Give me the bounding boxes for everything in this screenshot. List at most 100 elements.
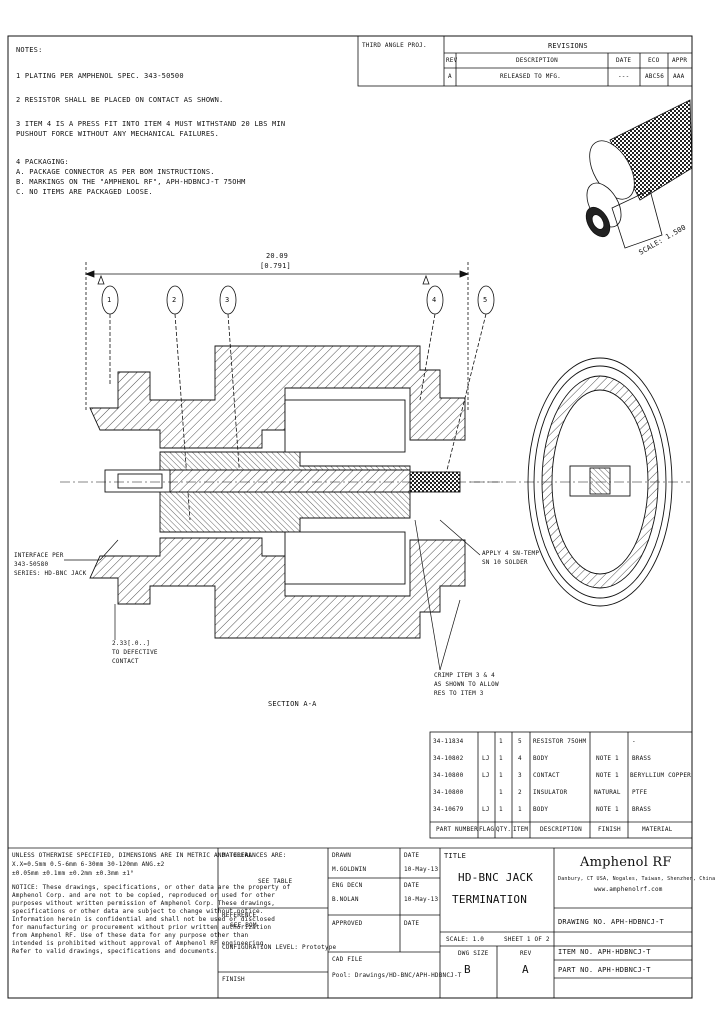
part-number: PART NO. APH-HDBNCJ-T (558, 966, 651, 974)
note-4c: C. NO ITEMS ARE PACKAGED LOOSE. (16, 188, 153, 196)
bom-r3-material: BERYLLIUM COPPER (630, 772, 691, 779)
bom-r4-desc: INSULATOR (533, 789, 568, 796)
note-3a: 3 ITEM 4 IS A PRESS FIT INTO ITEM 4 MUST… (16, 120, 286, 128)
callout-crimp-2: AS SHOWN TO ALLOW (434, 681, 499, 688)
company-address: Danbury, CT USA, Nogales, Taiwan, Shenzh… (558, 876, 716, 882)
callout-leaders (64, 519, 481, 671)
bom-r1-item: 5 (518, 738, 522, 745)
bom-r3-finish: NOTE 1 (596, 772, 619, 779)
note-2: 2 RESISTOR SHALL BE PLACED ON CONTACT AS… (16, 96, 224, 104)
bom-r3-desc: CONTACT (533, 772, 560, 779)
callout-crimp-3: RES TO ITEM 3 (434, 690, 484, 697)
rev-col-date: DATE (616, 57, 632, 64)
material-label: MATERIAL (222, 852, 253, 859)
bom-r5-finish: NOTE 1 (596, 806, 619, 813)
callout-solder-2: SN 10 SOLDER (482, 559, 528, 566)
balloon-2: 2 (172, 296, 177, 304)
bom-h-desc: DESCRIPTION (540, 826, 582, 833)
bom-r1-part: 34-11834 (433, 738, 464, 745)
bom-h-qty: QTY. (496, 826, 512, 833)
section-view (60, 345, 500, 639)
tolerance-line-3: ±0.05mm ±0.1mm ±0.2mm ±0.3mm ±1° (12, 870, 134, 877)
dwg-size-label: DWG SIZE (458, 950, 489, 957)
callout-interface-1: INTERFACE PER (14, 552, 64, 559)
rev-row-rev: A (448, 73, 452, 80)
company-web: www.amphenolrf.com (594, 886, 663, 893)
bom-r1-desc: RESISTOR 75OHM (533, 738, 587, 745)
eng-label: ENG DECN (332, 882, 363, 889)
dwg-size-value: B (464, 963, 471, 976)
bom-h-finish: FINISH (598, 826, 621, 833)
dimension-inch: [0.791] (260, 262, 291, 270)
bom-r4-finish: NATURAL (594, 789, 621, 796)
balloon-3: 3 (225, 296, 230, 304)
revisions-header: REVISIONS (548, 42, 588, 50)
notice-1: NOTICE: These drawings, specifications, … (12, 884, 291, 891)
notice-6: for manufacturing or procurement without… (12, 924, 272, 931)
bom-r1-qty: 1 (499, 738, 503, 745)
end-view (470, 357, 690, 607)
eng-name: B.NOLAN (332, 896, 359, 903)
balloon-4: 4 (432, 296, 437, 304)
rev-row-date: --- (618, 73, 630, 80)
bom-r5-item: 1 (518, 806, 522, 813)
note-1: 1 PLATING PER AMPHENOL SPEC. 343-50500 (16, 72, 184, 80)
third-angle-label: THIRD ANGLE PROJ. (362, 42, 427, 49)
bom-h-item: ITEM (513, 826, 529, 833)
drawing-border (7, 35, 693, 999)
reference-value: SEE BOM (230, 922, 257, 929)
title-line-2: TERMINATION (452, 893, 528, 906)
drawn-date-label: DATE (404, 852, 420, 859)
bom-r4-qty: 1 (499, 789, 503, 796)
notice-7: from Amphenol RF. Use of these data for … (12, 932, 249, 939)
material-value: SEE TABLE (258, 878, 293, 885)
eng-date-label: DATE (404, 882, 420, 889)
bom-h-material: MATERIAL (642, 826, 673, 833)
notes-title: NOTES: (16, 46, 43, 54)
reference-label: REFERENCE (222, 912, 257, 919)
notice-4: specifications or other data are subject… (12, 908, 264, 915)
finish-label: FINISH (222, 976, 245, 983)
bom-r4-item: 2 (518, 789, 522, 796)
item-number: ITEM NO. APH-HDBNCJ-T (558, 948, 651, 956)
callout-contact-3: CONTACT (112, 658, 139, 665)
rev-row-eco: ABC56 (645, 73, 665, 80)
callout-solder-1: APPLY 4 SN-TEMP (482, 550, 540, 557)
note-3b: PUSHOUT FORCE WITHOUT ANY MECHANICAL FAI… (16, 130, 220, 138)
cad-label: CAD FILE (332, 956, 363, 963)
bom-r3-item: 3 (518, 772, 522, 779)
bom-r2-qty: 1 (499, 755, 503, 762)
bom-r5-material: BRASS (632, 806, 652, 813)
bom-r3-qty: 1 (499, 772, 503, 779)
bom-r2-desc: BODY (533, 755, 549, 762)
title-line-1: HD-BNC JACK (458, 871, 534, 884)
rev-col-rev: REV (446, 57, 458, 64)
callout-interface-3: SERIES: HD-BNC JACK (14, 570, 87, 577)
callout-interface-2: 343-50580 (14, 561, 49, 568)
notice-9: Refer to valid drawings, specifications … (12, 948, 218, 955)
rev-col-appr: APPR (672, 57, 688, 64)
section-label: SECTION A-A (268, 700, 317, 708)
title-block (8, 847, 692, 998)
callout-contact-2: TO DEFECTIVE (112, 649, 158, 656)
rev-value: A (522, 963, 529, 976)
bom-r3-flag: LJ (482, 772, 490, 779)
bom-r2-material: BRASS (632, 755, 652, 762)
bom-r3-part: 34-10800 (433, 772, 464, 779)
callout-contact-1: 2.33[.0..] (112, 640, 151, 647)
bom-r5-qty: 1 (499, 806, 503, 813)
bom-r5-desc: BODY (533, 806, 549, 813)
overall-dimension (84, 262, 470, 410)
notice-3: purposes without written permission of A… (12, 900, 276, 907)
drawn-label: DRAWN (332, 852, 352, 859)
bom-h-part: PART NUMBER (436, 826, 478, 833)
bom-r2-flag: LJ (482, 755, 490, 762)
balloon-5: 5 (483, 296, 488, 304)
bom-r2-item: 4 (518, 755, 522, 762)
drawing-number: DRAWING NO. APH-HDBNCJ-T (558, 918, 664, 926)
dimension-mm: 20.09 (266, 252, 289, 260)
balloon-1: 1 (107, 296, 112, 304)
connector-iso-view (585, 99, 693, 249)
bom-r5-flag: LJ (482, 806, 490, 813)
